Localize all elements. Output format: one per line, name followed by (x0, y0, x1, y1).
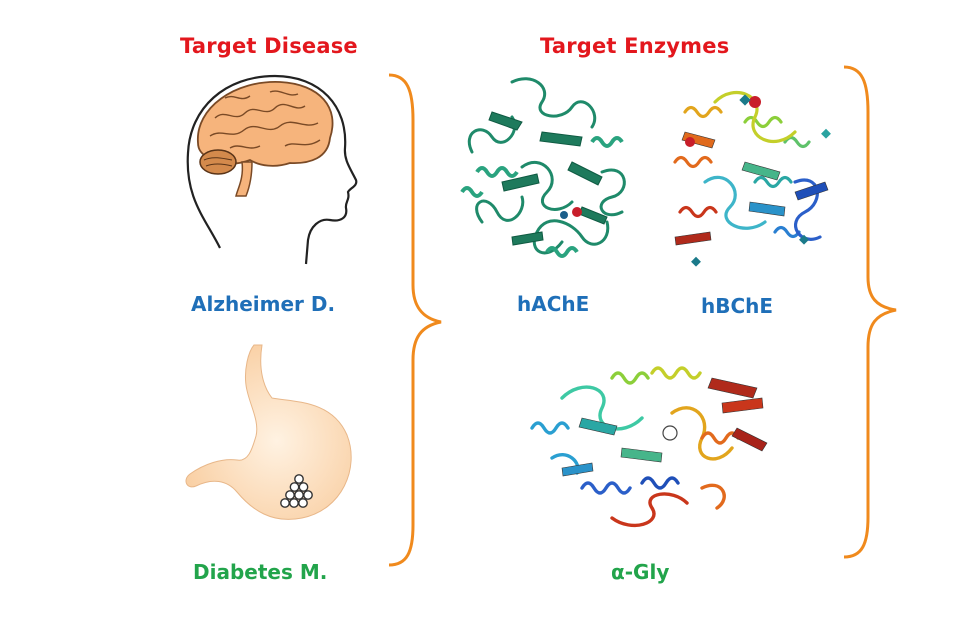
target-enzymes-heading: Target Enzymes (540, 34, 730, 58)
stomach-icon (185, 344, 352, 520)
alpha-gly-label: α-Gly (611, 560, 670, 584)
alzheimer-label: Alzheimer D. (191, 292, 336, 316)
hache-label: hAChE (517, 292, 590, 316)
hbche-label: hBChE (701, 294, 774, 318)
right-brace (843, 65, 897, 559)
diabetes-label: Diabetes M. (193, 560, 328, 584)
protein-structure-rainbow-icon (530, 366, 768, 528)
protein-structure-rainbow-icon (673, 91, 831, 267)
target-disease-heading: Target Disease (180, 34, 358, 58)
brain-head-icon (186, 74, 358, 265)
left-brace (388, 73, 442, 567)
protein-structure-green-icon (460, 77, 626, 258)
